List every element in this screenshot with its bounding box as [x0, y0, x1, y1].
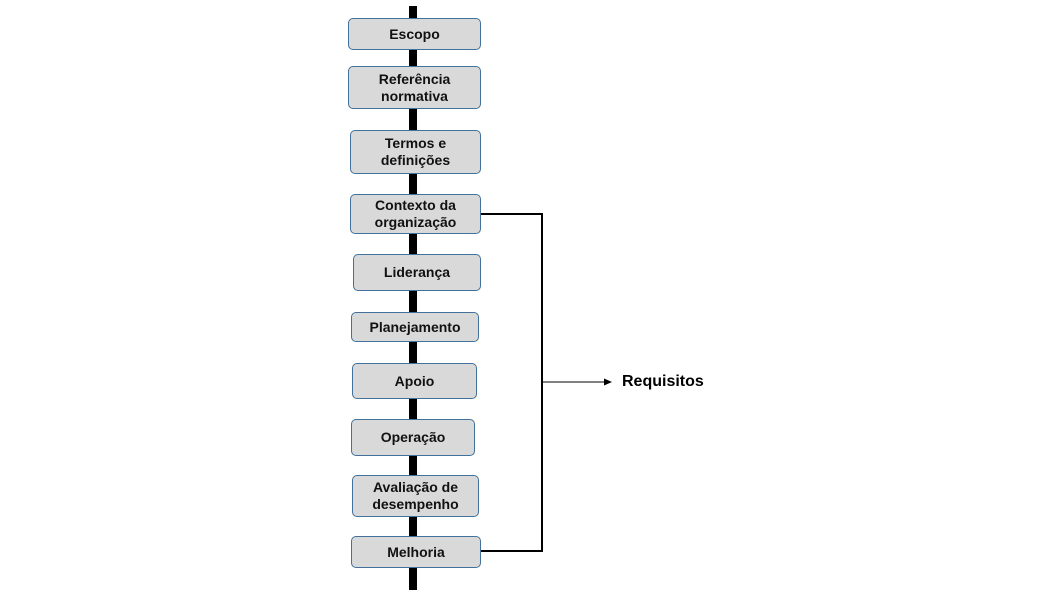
box-apoio: Apoio	[352, 363, 477, 399]
box-planejamento: Planejamento	[351, 312, 479, 342]
box-escopo: Escopo	[348, 18, 481, 50]
bracket-line	[481, 213, 543, 552]
vertical-spine	[409, 6, 417, 590]
box-operacao: Operação	[351, 419, 475, 456]
box-termos-definicoes: Termos e definições	[350, 130, 481, 174]
box-contexto-organizacao: Contexto da organização	[350, 194, 481, 234]
box-referencia-normativa: Referência normativa	[348, 66, 481, 109]
box-melhoria: Melhoria	[351, 536, 481, 568]
requirements-label: Requisitos	[622, 373, 704, 390]
arrow-head-icon	[604, 378, 612, 386]
box-avaliacao-desempenho: Avaliação de desempenho	[352, 475, 479, 517]
box-lideranca: Liderança	[353, 254, 481, 291]
